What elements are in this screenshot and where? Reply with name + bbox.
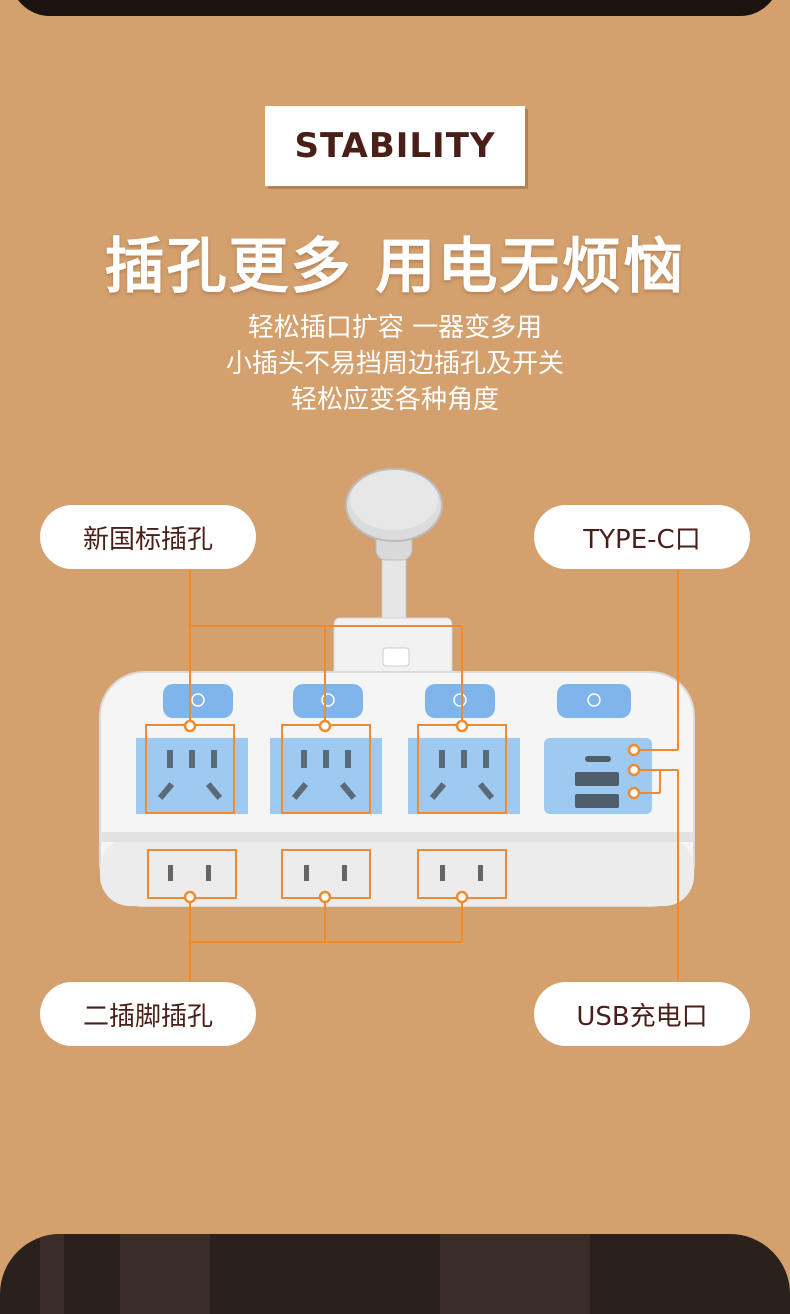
label-national-socket: 新国标插孔 bbox=[40, 505, 256, 569]
label-type-c: TYPE-C口 bbox=[534, 505, 750, 569]
two-pin-socket-1 bbox=[168, 865, 211, 881]
description-line-3: 轻松应变各种角度 bbox=[290, 385, 499, 415]
bottom-dark-panel bbox=[0, 1234, 790, 1314]
two-pin-socket-2 bbox=[304, 865, 347, 881]
label-usb-port: USB充电口 bbox=[534, 982, 750, 1046]
national-socket-2 bbox=[270, 738, 382, 814]
power-button-1 bbox=[163, 684, 233, 718]
national-socket-1 bbox=[136, 738, 248, 814]
label-two-pin-socket: 二插脚插孔 bbox=[40, 982, 256, 1046]
description: 轻松插口扩容 一器变多用 小插头不易挡周边插孔及开关 轻松应变各种角度 bbox=[0, 310, 790, 418]
power-strip-diagram bbox=[99, 468, 695, 984]
callout-dots bbox=[183, 719, 641, 904]
usb-panel bbox=[544, 738, 652, 814]
stability-badge: STABILITY bbox=[265, 106, 525, 186]
national-socket-3 bbox=[408, 738, 520, 814]
top-dark-panel bbox=[10, 0, 780, 16]
headline: 插孔更多 用电无烦恼 bbox=[104, 232, 686, 302]
description-line-1: 轻松插口扩容 一器变多用 bbox=[247, 313, 543, 343]
description-line-2: 小插头不易挡周边插孔及开关 bbox=[225, 349, 564, 379]
power-strip-body bbox=[99, 671, 695, 907]
plug-icon bbox=[345, 468, 443, 621]
power-button-3 bbox=[425, 684, 495, 718]
two-pin-socket-3 bbox=[440, 865, 483, 881]
power-button-2 bbox=[293, 684, 363, 718]
power-button-4 bbox=[557, 684, 631, 718]
